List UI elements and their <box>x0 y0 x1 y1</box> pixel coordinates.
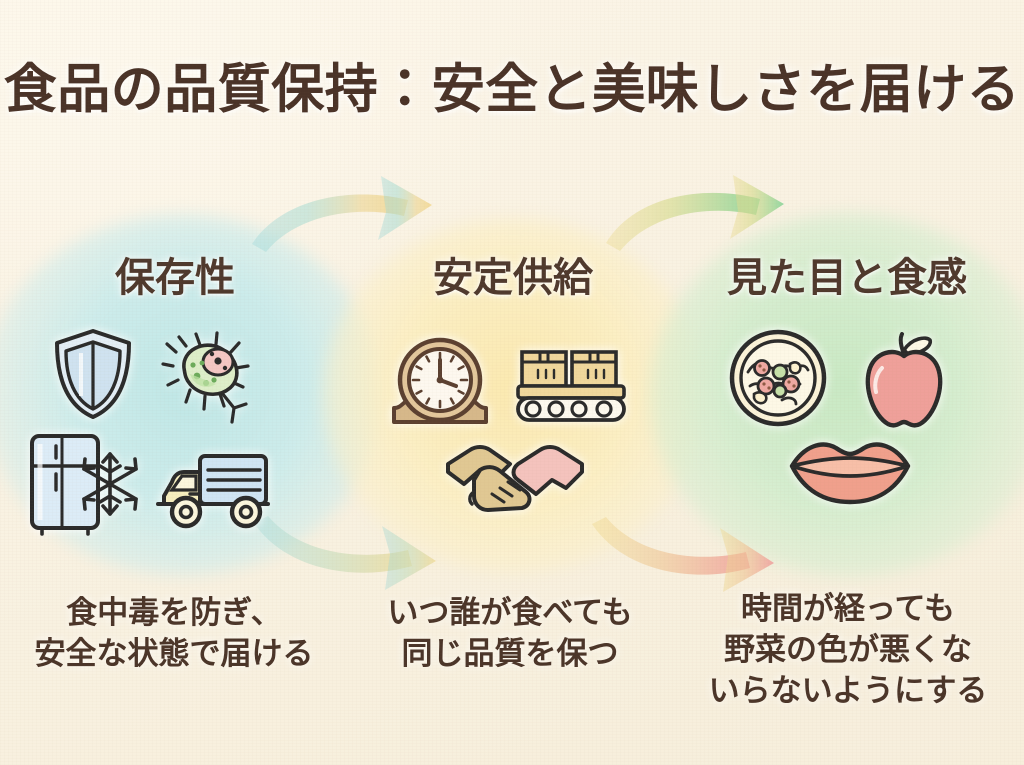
handshake-icon <box>440 436 590 525</box>
column-heading-appearance-texture: 見た目と食感 <box>727 256 967 300</box>
page-title: 食品の品質保持：安全と美味しさを届ける <box>3 60 1021 119</box>
column-heading-stable-supply: 安定供給 <box>433 256 593 300</box>
column-preservation: 保存性 <box>10 256 340 536</box>
conveyor-belt-boxes-icon <box>516 346 626 433</box>
lips-icon <box>788 434 912 511</box>
icon-group-preservation <box>10 324 340 536</box>
blob-appearance-texture <box>650 213 1024 577</box>
apple-icon <box>860 332 948 437</box>
blob-stable-supply <box>322 218 706 574</box>
pizza-plate-icon <box>728 328 828 433</box>
column-stable-supply: 安定供給 <box>348 258 678 524</box>
icon-group-stable-supply <box>348 324 678 524</box>
caption-stable-supply: いつ誰が食べても 同じ品質を保つ <box>387 595 633 672</box>
caption-appearance-texture: 時間が経っても 野菜の色が悪くな いらないようにする <box>708 591 988 709</box>
column-heading-preservation: 保存性 <box>115 256 235 300</box>
refrigerator-snowflake-icon <box>26 432 150 541</box>
bacteria-icon <box>160 330 258 431</box>
caption-preservation: 食中毒を防ぎ、 安全な状態で届ける <box>34 595 314 672</box>
icon-group-appearance-texture <box>682 324 1012 524</box>
mantel-clock-icon <box>388 336 492 435</box>
shield-icon <box>50 326 136 427</box>
column-appearance-texture: 見た目と食感 <box>682 258 1012 524</box>
delivery-truck-icon <box>150 446 276 537</box>
